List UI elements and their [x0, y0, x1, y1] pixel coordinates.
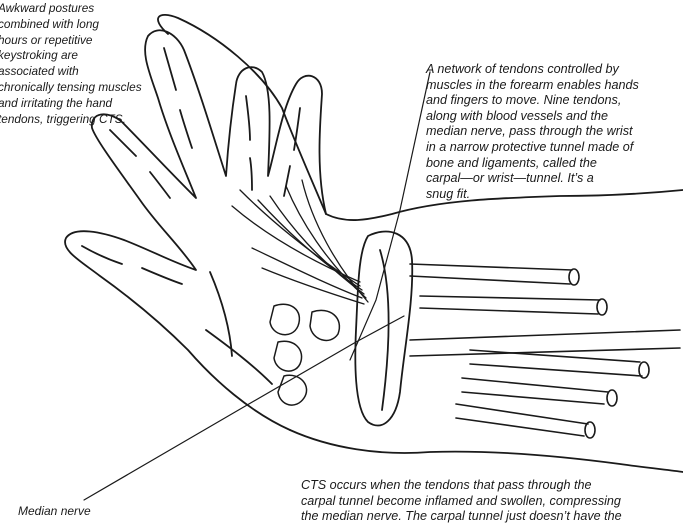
tendons-caption: A network of tendons controlled by muscl…	[426, 62, 639, 202]
cts-caption: CTS occurs when the tendons that pass th…	[301, 478, 622, 525]
tendons-line: snug fit.	[426, 187, 639, 203]
tendons-line: along with blood vessels and the	[426, 109, 639, 125]
cts-line: the median nerve. The carpal tunnel just…	[301, 509, 622, 525]
posture-line: keystroking are	[0, 48, 142, 64]
posture-line: Awkward postures	[0, 1, 142, 17]
posture-line: associated with	[0, 64, 142, 80]
posture-line: hours or repetitive	[0, 33, 142, 49]
posture-line: tendons, triggering CTS.	[0, 112, 142, 128]
cts-line: carpal tunnel become inflamed and swolle…	[301, 494, 622, 510]
tendons-line: in a narrow protective tunnel made of	[426, 140, 639, 156]
median-nerve-label: Median nerve	[18, 504, 91, 520]
tendons-line: muscles in the forearm enables hands	[426, 78, 639, 94]
posture-caption: Awkward postures combined with long hour…	[0, 1, 142, 127]
posture-line: combined with long	[0, 17, 142, 33]
tendons-line: carpal—or wrist—tunnel. It’s a	[426, 171, 639, 187]
palm-lower-edge	[290, 430, 683, 472]
tendons-line: bone and ligaments, called the	[426, 156, 639, 172]
cts-line: CTS occurs when the tendons that pass th…	[301, 478, 622, 494]
tendons-line: A network of tendons controlled by	[426, 62, 639, 78]
posture-line: and irritating the hand	[0, 96, 142, 112]
tendons-line: median nerve, pass through the wrist	[426, 124, 639, 140]
posture-line: chronically tensing muscles	[0, 80, 142, 96]
tendons-line: and fingers to move. Nine tendons,	[426, 93, 639, 109]
